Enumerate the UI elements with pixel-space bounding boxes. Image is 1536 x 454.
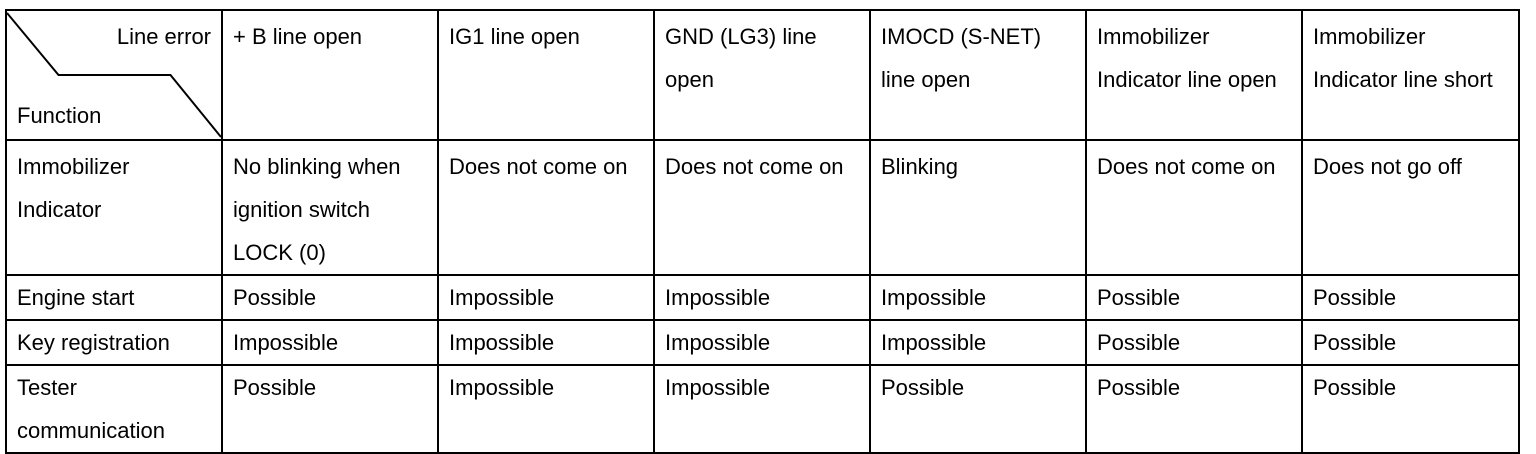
table-cell: Impossible bbox=[221, 319, 439, 366]
table-cell: Impossible bbox=[653, 319, 871, 366]
table-cell: Possible bbox=[221, 274, 439, 321]
table-cell: Does not come on bbox=[653, 139, 871, 276]
table-cell: No blinking when ignition switch LOCK (0… bbox=[221, 139, 439, 276]
table-cell: Does not go off bbox=[1301, 139, 1520, 276]
table-cell: Impossible bbox=[437, 364, 655, 454]
diagonal-divider bbox=[8, 12, 220, 138]
column-header: + B line open bbox=[221, 9, 439, 141]
column-header: GND (LG3) line open bbox=[653, 9, 871, 141]
column-header: IG1 line open bbox=[437, 9, 655, 141]
column-header: IMOCD (S-NET) line open bbox=[869, 9, 1087, 141]
line-error-function-table: Line error Function + B line open IG1 li… bbox=[5, 9, 1520, 454]
row-header: Tester communication bbox=[5, 364, 223, 454]
column-header: Immobilizer Indicator line open bbox=[1085, 9, 1303, 141]
table-cell: Possible bbox=[1085, 274, 1303, 321]
header-row: Line error Function + B line open IG1 li… bbox=[5, 9, 1520, 141]
row-header: Immobilizer Indicator bbox=[5, 139, 223, 276]
table-cell: Possible bbox=[869, 364, 1087, 454]
table-cell: Does not come on bbox=[1085, 139, 1303, 276]
table-cell: Impossible bbox=[869, 319, 1087, 366]
table-cell: Possible bbox=[1301, 319, 1520, 366]
table-cell: Possible bbox=[1085, 319, 1303, 366]
corner-header-cell: Line error Function bbox=[5, 9, 223, 141]
row-header: Engine start bbox=[5, 274, 223, 321]
line-error-label: Line error bbox=[116, 24, 211, 49]
table-cell: Possible bbox=[221, 364, 439, 454]
table-cell: Impossible bbox=[437, 274, 655, 321]
table-cell: Blinking bbox=[869, 139, 1087, 276]
table-row-immobilizer-indicator: Immobilizer Indicator No blinking when i… bbox=[5, 139, 1520, 276]
function-label: Function bbox=[17, 103, 102, 128]
table-cell: Impossible bbox=[437, 319, 655, 366]
column-header: Immobilizer Indicator line short bbox=[1301, 9, 1520, 141]
table-cell: Does not come on bbox=[437, 139, 655, 276]
table-cell: Impossible bbox=[653, 274, 871, 321]
table-cell: Impossible bbox=[869, 274, 1087, 321]
table-cell: Possible bbox=[1301, 274, 1520, 321]
table-cell: Possible bbox=[1301, 364, 1520, 454]
table-row-engine-start: Engine start Possible Impossible Impossi… bbox=[5, 274, 1520, 321]
table-row-tester-communication: Tester communication Possible Impossible… bbox=[5, 364, 1520, 454]
table-cell: Possible bbox=[1085, 364, 1303, 454]
table-cell: Impossible bbox=[653, 364, 871, 454]
table-row-key-registration: Key registration Impossible Impossible I… bbox=[5, 319, 1520, 366]
row-header: Key registration bbox=[5, 319, 223, 366]
